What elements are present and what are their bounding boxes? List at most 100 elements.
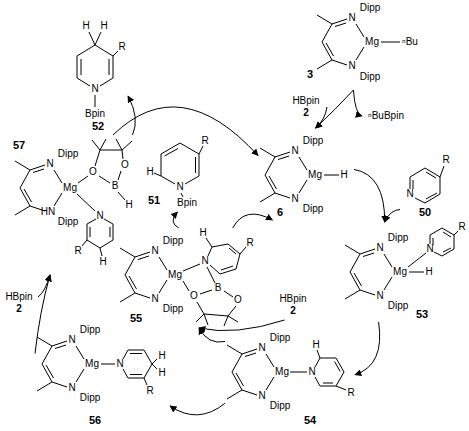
atom-label: Bpin bbox=[85, 109, 105, 119]
atom-label: Dipp bbox=[388, 233, 409, 243]
reaction-arrow bbox=[233, 214, 273, 228]
atom-label: Mg bbox=[275, 367, 289, 377]
reaction-arrow bbox=[170, 403, 225, 415]
compound-number: 55 bbox=[130, 313, 142, 324]
reaction-arrow bbox=[355, 322, 380, 375]
atom-label: R bbox=[201, 136, 208, 146]
bonds-56 bbox=[101, 350, 157, 385]
atom-label: Dipp bbox=[58, 149, 79, 159]
atom-label: N bbox=[258, 343, 265, 353]
compound-number: 56 bbox=[89, 415, 101, 426]
atom-label: O bbox=[89, 167, 97, 177]
atom-label: Dipp bbox=[270, 401, 291, 411]
compound-number: 2 bbox=[16, 303, 22, 315]
atom-label: N bbox=[308, 367, 315, 377]
atom-label: N bbox=[176, 182, 183, 192]
atom-label: H bbox=[146, 167, 153, 177]
atom-label: N bbox=[291, 194, 298, 204]
atom-label: N bbox=[376, 291, 383, 301]
nacnac-ligand bbox=[37, 337, 84, 391]
compound-number: 50 bbox=[419, 207, 431, 218]
atom-label: Mg bbox=[168, 270, 182, 280]
atom-label: H bbox=[199, 228, 206, 238]
atom-label: R bbox=[442, 155, 449, 165]
reagent: HBpin2 bbox=[285, 92, 327, 122]
compound-number: 51 bbox=[148, 195, 160, 206]
atom-label: Dipp bbox=[360, 72, 381, 82]
atom-label: O bbox=[190, 291, 198, 301]
atom-label: R bbox=[458, 222, 465, 232]
nacnac-ligand bbox=[317, 15, 364, 69]
atom-label: H bbox=[425, 267, 432, 277]
atom-label: Mg bbox=[63, 183, 77, 193]
atom-label: Mg bbox=[85, 359, 99, 369]
atom-label: R bbox=[347, 388, 354, 398]
atom-label: Dipp bbox=[360, 3, 381, 13]
atom-label: Bpin bbox=[177, 198, 197, 208]
atom-label: Dipp bbox=[80, 325, 101, 335]
atom-label: H bbox=[340, 170, 347, 180]
atom-label: N bbox=[348, 13, 355, 23]
compound-number: 52 bbox=[92, 121, 104, 132]
nacnac-ligand bbox=[227, 345, 274, 399]
atom-label: N bbox=[151, 294, 158, 304]
reaction-arrow bbox=[353, 90, 362, 116]
bonds-55 bbox=[183, 238, 246, 326]
reaction-arrow bbox=[385, 210, 400, 223]
atom-label: N bbox=[348, 61, 355, 71]
atom-label: N bbox=[291, 146, 298, 156]
atom-label: N bbox=[376, 243, 383, 253]
reaction-arrow bbox=[199, 320, 285, 331]
bonds-52 bbox=[77, 32, 118, 107]
atom-label: Dipp bbox=[163, 304, 184, 314]
atom-label: Mg bbox=[365, 37, 379, 47]
atom-label: H bbox=[312, 340, 319, 350]
atom-label: N bbox=[91, 84, 98, 94]
atom-label: Dipp bbox=[270, 333, 291, 343]
atom-label: H bbox=[100, 21, 107, 31]
atom-label: N bbox=[201, 256, 208, 266]
atom-label: Dipp bbox=[388, 301, 409, 311]
atom-label: ⁿBu bbox=[402, 37, 418, 47]
atom-label: N bbox=[46, 159, 53, 169]
atom-label: N bbox=[116, 359, 123, 369]
bonds-51 bbox=[154, 143, 203, 197]
compound: 54 bbox=[225, 332, 355, 427]
atom-label: Dipp bbox=[58, 217, 79, 227]
bonds-54 bbox=[290, 350, 346, 390]
nacnac-ligand bbox=[120, 248, 167, 302]
reagent: HBpin2 bbox=[272, 290, 314, 320]
reaction-arrow bbox=[128, 96, 135, 135]
compound-number: 53 bbox=[416, 309, 428, 320]
compound: 56 bbox=[35, 322, 170, 427]
reagent-name: HBpin bbox=[292, 95, 319, 107]
atom-label: H bbox=[125, 200, 132, 210]
atom-label: N bbox=[426, 244, 433, 254]
atom-label: R bbox=[74, 246, 81, 256]
atom-label: H bbox=[158, 351, 165, 361]
atom-label: B bbox=[215, 283, 222, 293]
atom-label: R bbox=[118, 42, 125, 52]
atom-label: H bbox=[99, 257, 106, 267]
reaction-arrow bbox=[316, 90, 354, 128]
atom-label: O bbox=[121, 160, 129, 170]
nacnac-ligand bbox=[345, 245, 392, 299]
atom-label: N bbox=[68, 383, 75, 393]
atom-label: Mg bbox=[393, 267, 407, 277]
reaction-arrow bbox=[354, 169, 385, 222]
reaction-arrow bbox=[35, 275, 50, 354]
nacnac-ligand bbox=[260, 148, 307, 202]
compound-number: 57 bbox=[13, 140, 25, 151]
atom-label: Dipp bbox=[303, 204, 324, 214]
compound: 55 bbox=[118, 228, 253, 328]
atom-label: N bbox=[258, 391, 265, 401]
reaction-arrow bbox=[316, 107, 327, 128]
reaction-arrow bbox=[113, 107, 258, 156]
compound-number: 54 bbox=[304, 415, 316, 426]
atom-label: N bbox=[96, 211, 103, 221]
atom-label: Dipp bbox=[163, 236, 184, 246]
atom-label: HN bbox=[41, 207, 55, 217]
